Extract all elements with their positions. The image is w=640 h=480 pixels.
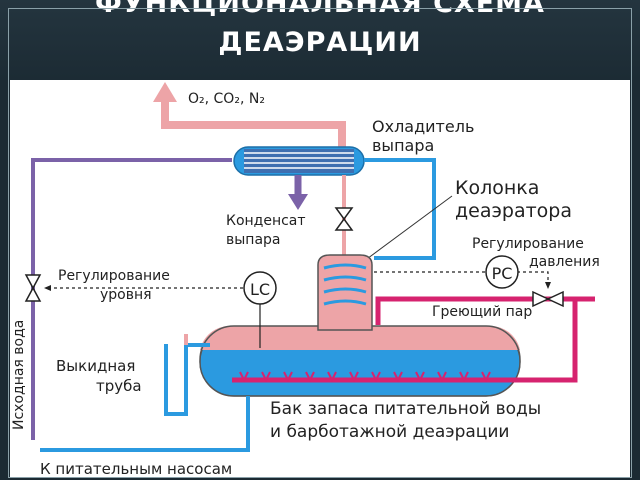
level-label-1: Регулирование [58, 268, 170, 284]
lc-label: LC [250, 280, 270, 299]
level-control-valve[interactable] [24, 274, 42, 302]
column-label-2: деаэратора [455, 200, 572, 222]
cooler-water-line [364, 158, 436, 260]
cooler-label-2: выпара [372, 136, 434, 155]
to-pumps-label: К питательным насосам [40, 460, 232, 478]
cooler-label-1: Охладитель [372, 117, 474, 136]
lc-controller[interactable] [243, 271, 277, 305]
vent-gas-arrow [153, 82, 177, 102]
source-water-line [31, 158, 232, 440]
header-bar: ФУНКЦИОНАЛЬНАЯ СХЕМА ДЕАЭРАЦИИ [0, 0, 640, 80]
overflow-pipe [164, 343, 210, 416]
source-water-label: Исходная вода [11, 320, 27, 430]
vent-cooler [233, 146, 365, 176]
overflow-label-2: труба [96, 377, 142, 395]
overflow-label-1: Выкидная [56, 357, 135, 375]
pressure-label-1: Регулирование [472, 236, 584, 252]
pump-outlet-pipe [40, 396, 250, 452]
pc-controller[interactable] [485, 255, 519, 289]
condensate-label-2: выпара [226, 232, 281, 248]
pressure-control-valve[interactable] [532, 290, 564, 308]
condensate-arrow [288, 194, 308, 210]
storage-tank [199, 325, 521, 397]
tank-label-2: и барботажной деаэрации [270, 422, 509, 442]
deaerator-column [317, 254, 373, 331]
gases-label: O₂, CO₂, N₂ [188, 91, 265, 107]
pressure-label-2: давления [529, 254, 600, 270]
tank-label-1: Бак запаса питательной воды [270, 399, 541, 419]
heating-steam-label: Греющий пар [432, 304, 532, 320]
title-line-2: ДЕАЭРАЦИИ [218, 27, 422, 58]
title-line-1: ФУНКЦИОНАЛЬНАЯ СХЕМА [95, 0, 545, 19]
level-label-2: уровня [100, 287, 152, 303]
pc-signal-out [517, 271, 551, 289]
vent-gas-pipe [161, 100, 346, 160]
column-label-1: Колонка [455, 177, 539, 199]
bubbler-nozzles [239, 371, 491, 383]
condensate-label-1: Конденсат [226, 213, 306, 229]
vent-valve[interactable] [334, 207, 354, 231]
pc-label: PC [492, 264, 513, 283]
heating-steam-line [375, 296, 595, 325]
